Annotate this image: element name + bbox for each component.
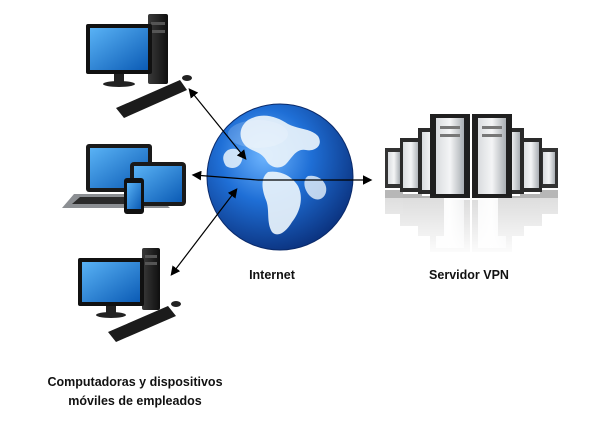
desktop-computer-icon <box>86 14 192 118</box>
arrow-bottom-desktop-internet <box>170 188 238 276</box>
laptop-tablet-phone-icon <box>62 144 186 214</box>
internet-label: Internet <box>249 268 295 282</box>
arrow-mobile-internet <box>191 170 259 181</box>
arrow-top-desktop-internet <box>188 88 247 160</box>
employee-devices-label-line2: móviles de empleados <box>68 394 202 408</box>
desktop-computer-icon <box>78 248 181 342</box>
globe-icon <box>206 103 354 251</box>
employee-devices-label-line1: Computadoras y dispositivos <box>47 375 223 389</box>
server-rack-icon <box>380 114 562 258</box>
employee-devices-label: Computadoras y dispositivos móviles de e… <box>20 373 250 411</box>
vpn-server-label: Servidor VPN <box>429 268 509 282</box>
